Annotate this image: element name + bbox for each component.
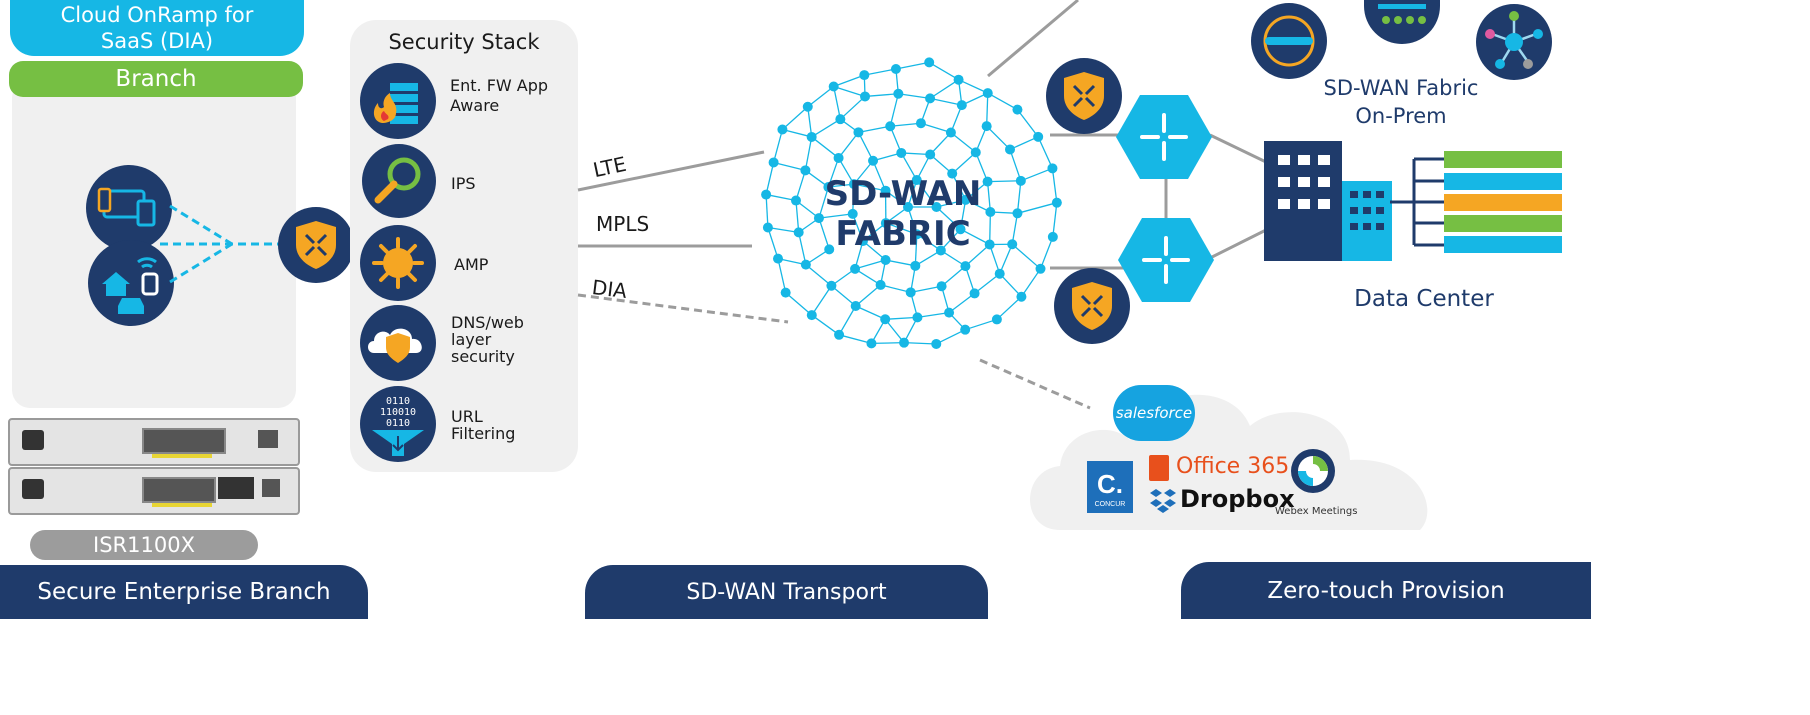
webex-icon [1291,449,1335,493]
security-stack-title: Security Stack [388,30,540,54]
server-rack-4 [1444,215,1562,232]
branch-pill-label: Branch [115,66,197,92]
security-item-5-label: URL Filtering [451,407,516,443]
concur-mark: C. [1097,469,1123,499]
malware-icon [360,225,436,301]
iot-icon [88,240,174,326]
console-port [258,430,278,448]
onprem-switch-icon [1364,0,1440,44]
dropbox-icon [1150,489,1176,513]
port-label-strip [152,503,212,507]
fabric-mesh [761,57,1062,349]
fabric-label: SD-WAN FABRIC [824,174,982,254]
concur-text: CONCUR [1094,501,1126,508]
dropbox-text: Dropbox [1180,485,1295,513]
server-rack-5 [1444,236,1562,253]
branch-pill: Branch [9,61,303,97]
office-text: Office 365 [1176,454,1290,479]
branch-dashed-links [160,204,280,284]
datacenter-building-icon [1264,141,1342,261]
power-port [22,430,44,450]
sfp-ports [218,477,254,499]
console-port [262,479,280,497]
edge-shield-icon-top [1046,58,1122,134]
security-item-4-label: DNS/web layer security [451,313,524,366]
svg-text:110010: 110010 [380,407,416,418]
power-port [22,479,44,499]
branch-panel [12,80,296,408]
device-label-pill: ISR1100X [30,530,258,560]
salesforce-text: salesforce [1115,404,1193,422]
security-item-2-label: IPS [451,174,476,193]
footer-transport: SD-WAN Transport [585,565,988,619]
transport-links [577,150,789,324]
server-rack-3 [1444,194,1562,211]
footer-provision: Zero-touch Provision [1181,562,1591,619]
saas-pill: Cloud OnRamp for SaaS (DIA) [10,0,304,56]
office-logo-icon [1149,455,1169,481]
devices-icon [86,165,172,251]
server-rack-1 [1444,151,1562,168]
branch-router-shield-icon [278,207,354,283]
isr-device-bottom [8,467,300,515]
saas-dashed-link [979,358,1091,410]
binary-filter-icon: 0110 110010 0110 [360,386,436,462]
link-dia-label: DIA [590,274,629,304]
footer-branch: Secure Enterprise Branch [0,565,368,619]
lan-ports [142,477,216,503]
onprem-controller-icon [1251,3,1327,79]
security-item-3-label: AMP [454,255,489,274]
svg-text:0110: 0110 [386,418,410,429]
cloud-shield-icon [360,305,436,381]
svg-text:0110: 0110 [386,396,410,407]
datacenter-annex [1342,181,1392,261]
onprem-label: SD-WAN Fabric On-Prem [1323,76,1479,128]
router-icon-bottom [1118,218,1214,302]
footer-branch-label: Secure Enterprise Branch [37,579,331,605]
top-link [987,0,1079,78]
port-label-strip [152,454,212,458]
onprem-network-icon [1476,4,1552,80]
security-item-1-label: Ent. FW App Aware [450,76,549,115]
magnifier-icon [362,144,436,218]
datacenter-label: Data Center [1354,286,1494,312]
salesforce-logo: salesforce [1113,385,1195,441]
footer-provision-label: Zero-touch Provision [1267,577,1505,604]
isr-device-top [8,418,300,466]
edge-shield-icon-bottom [1054,268,1130,344]
footer-transport-label: SD-WAN Transport [686,579,887,605]
concur-logo: C. CONCUR [1087,461,1133,513]
server-tree-lines [1390,157,1446,247]
router-icon-top [1116,95,1212,179]
webex-text: Webex Meetings [1275,506,1358,517]
firewall-icon [360,63,436,139]
lan-ports [142,428,226,454]
server-rack-2 [1444,173,1562,190]
link-mpls-label: MPLS [596,212,650,236]
saas-pill-label: Cloud OnRamp for SaaS (DIA) [60,3,254,53]
device-label: ISR1100X [93,533,195,557]
